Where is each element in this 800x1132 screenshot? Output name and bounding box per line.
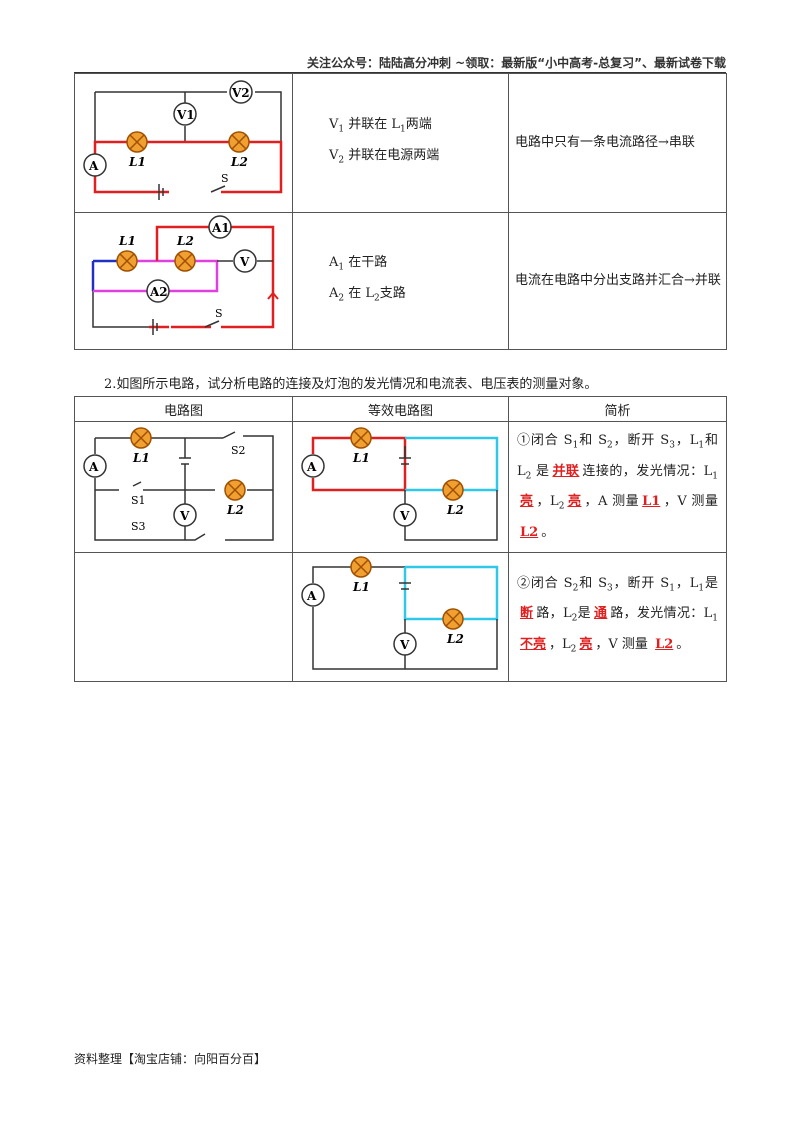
switch-label: S2 <box>231 444 246 457</box>
ammeter-icon <box>301 454 325 478</box>
answer-blank: L2 <box>655 637 674 653</box>
table-row: A L1 L2 V ②闭合 S2和 S3，断开 S1，L1是 断路，L2是通路，… <box>74 551 727 682</box>
voltmeter-label: V <box>399 638 410 652</box>
circuit-diagram-parallel: L1 L2 A1 A2 V S <box>74 212 293 350</box>
table-row: L1 L2 A1 A2 V S A1 在干路 A2 在 L2支路 电流在电路中分… <box>74 212 727 350</box>
voltmeter-icon <box>393 503 417 527</box>
voltmeter-icon <box>229 80 253 104</box>
meter-description: V1 并联在 L1两端 V2 并联在电源两端 <box>292 73 509 213</box>
switch-label: S3 <box>131 520 146 533</box>
answer-blank: 亮 <box>579 637 593 653</box>
header-rule <box>74 72 726 73</box>
lamp-label: L2 <box>226 503 244 517</box>
ammeter-label: A1 <box>211 221 230 235</box>
answer-blank: 不亮 <box>520 637 547 653</box>
answer-blank: 并联 <box>552 463 580 479</box>
switch-label: S <box>215 307 223 320</box>
circuit-table-2: 电路图 等效电路图 简析 A L1 L2 <box>74 396 727 682</box>
parallel-circuit-svg: L1 L2 A1 A2 V S <box>91 215 279 335</box>
lamp-label: L1 <box>352 580 370 594</box>
ammeter-label: A <box>88 460 99 474</box>
ammeter-label: A <box>306 460 317 474</box>
original-circuit-svg: A L1 L2 V S2 S1 S3 <box>83 427 274 541</box>
lamp-label: L1 <box>132 451 150 465</box>
lamp-label: L2 <box>446 632 464 646</box>
column-header: 电路图 <box>74 396 293 422</box>
voltmeter-label: V <box>399 509 410 523</box>
conclusion-text: 电流在电路中分出支路并汇合→并联 <box>508 212 727 350</box>
equivalent-circuit-svg: A L1 L2 V <box>301 556 499 670</box>
circuit-diagram-series: A V1 V2 L1 L2 S <box>74 73 293 213</box>
voltmeter-label: V <box>239 255 250 269</box>
table-row: A V1 V2 L1 L2 S V1 并联在 L1两端 V2 并联在电源两端 电… <box>74 73 727 213</box>
column-header: 等效电路图 <box>292 396 509 422</box>
ammeter-icon <box>208 215 232 239</box>
ammeter-label: A2 <box>149 285 168 299</box>
answer-blank: L2 <box>520 524 539 540</box>
page-header: 关注公众号：陆陆高分冲刺 ~领取：最新版“小中高考-总复习”、最新试卷下载 <box>307 56 726 70</box>
voltmeter-label: V1 <box>176 108 195 122</box>
lamp-label: L2 <box>176 234 194 248</box>
question-2: 2.如图所示电路，试分析电路的连接及灯泡的发光情况和电流表、电压表的测量对象。 <box>104 377 598 392</box>
page-footer: 资料整理【淘宝店铺：向阳百分百】 <box>74 1052 267 1066</box>
original-circuit-diagram: A L1 L2 V S2 S1 S3 <box>74 421 293 553</box>
answer-blank: 通 <box>594 606 608 622</box>
equivalent-circuit-svg: A L1 L2 V <box>301 427 499 541</box>
ammeter-label: A <box>306 589 317 603</box>
switch-label: S1 <box>131 494 146 507</box>
circuit-table-1: A V1 V2 L1 L2 S V1 并联在 L1两端 V2 并联在电源两端 电… <box>74 73 727 350</box>
meter-description: A1 在干路 A2 在 L2支路 <box>292 212 509 350</box>
answer-blank: 断 <box>520 606 534 622</box>
voltmeter-icon <box>233 249 257 273</box>
ammeter-icon <box>83 153 107 177</box>
answer-blank: 亮 <box>567 494 582 510</box>
table-header-row: 电路图 等效电路图 简析 <box>74 396 727 422</box>
analysis-1: ①闭合 S1和 S2，断开 S3，L1和 L2 是并联连接的，发光情况：L1 亮… <box>508 421 727 553</box>
lamp-label: L1 <box>118 234 136 248</box>
voltmeter-icon <box>173 102 197 126</box>
answer-blank: 亮 <box>520 494 534 510</box>
voltmeter-label: V2 <box>231 86 250 100</box>
voltmeter-label: V <box>179 509 190 523</box>
analysis-2: ②闭合 S2和 S3，断开 S1，L1是 断路，L2是通路，发光情况：L1 不亮… <box>508 551 727 682</box>
ammeter-icon <box>301 583 325 607</box>
column-header: 简析 <box>508 396 727 422</box>
equivalent-circuit-1: A L1 L2 V <box>292 421 509 553</box>
ammeter-icon <box>146 279 170 303</box>
voltmeter-icon <box>393 632 417 656</box>
empty-cell <box>74 551 293 682</box>
ammeter-icon <box>83 454 107 478</box>
equivalent-circuit-2: A L1 L2 V <box>292 551 509 682</box>
answer-blank: L1 <box>642 494 661 510</box>
lamp-label: L2 <box>446 503 464 517</box>
ammeter-label: A <box>88 159 99 173</box>
voltmeter-icon <box>173 503 197 527</box>
switch-label: S <box>221 172 229 185</box>
lamp-label: L1 <box>128 155 146 169</box>
lamp-label: L2 <box>230 155 248 169</box>
series-circuit-svg: A V1 V2 L1 L2 S <box>83 80 283 200</box>
conclusion-text: 电路中只有一条电流路径→串联 <box>508 73 727 213</box>
lamp-label: L1 <box>352 451 370 465</box>
table-row: A L1 L2 V S2 S1 S3 A <box>74 421 727 553</box>
